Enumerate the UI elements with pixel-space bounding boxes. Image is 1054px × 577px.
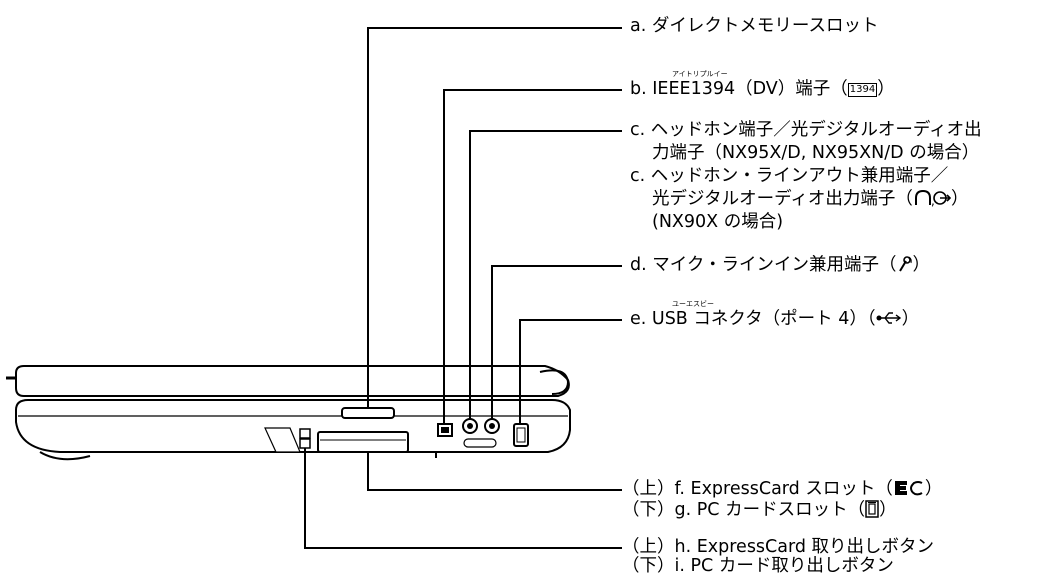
headphone-icon: ,	[914, 189, 952, 208]
leader-a	[367, 27, 622, 408]
label-g: （下）g. PC カードスロット（ ）	[622, 500, 897, 521]
pc-card-eject-button	[299, 438, 311, 449]
label-c2-line2-pre: 光デジタルオーディオ出力端子（	[652, 189, 913, 209]
label-b-end: ）	[877, 79, 895, 99]
label-c1-line1: c. ヘッドホン端子／光デジタルオーディオ出	[630, 120, 982, 140]
label-h-pos: （上）	[622, 537, 675, 557]
label-i-pos: （下）	[622, 556, 675, 576]
label-c2-line3: (NX90X の場合)	[652, 212, 784, 232]
label-g-text: g. PC カードスロット（	[674, 500, 866, 520]
microphone-icon	[898, 256, 912, 272]
leader-fg	[367, 452, 622, 491]
card-slot	[317, 431, 409, 453]
label-c2-line2: 光デジタルオーディオ出力端子（, ）	[652, 189, 968, 210]
label-b-text: b. IEEE1394（DV）端子（	[630, 79, 848, 99]
laptop-illustration	[6, 365, 571, 461]
label-e: e. USB コネクタ（ポート 4）（ ）	[630, 309, 919, 330]
label-g-post: ）	[879, 500, 897, 520]
label-d: d. マイク・ラインイン兼用端子（ ）	[630, 255, 930, 276]
label-h: （上）h. ExpressCard 取り出しボタン	[622, 537, 934, 558]
leader-e	[519, 319, 622, 424]
label-c2-line1: c. ヘッドホン・ラインアウト兼用端子／	[630, 166, 949, 186]
label-b: b. IEEE1394（DV）端子（ieee1394-icon1394）	[630, 79, 895, 100]
label-f-pos: （上）	[622, 479, 675, 499]
usb-icon	[876, 312, 901, 324]
expresscard-eject-button	[299, 428, 311, 439]
leader-hi	[304, 448, 622, 549]
label-i-text: i. PC カード取り出しボタン	[674, 556, 894, 576]
label-i: （下）i. PC カード取り出しボタン	[622, 556, 894, 577]
label-f-post: ）	[924, 479, 943, 499]
label-c2-line2-post: ）	[950, 189, 969, 209]
label-b-ruby: アイトリプルイー	[672, 70, 728, 78]
label-e-text: e. USB コネクタ（ポート 4）（	[630, 309, 876, 329]
svg-text:,: ,	[931, 194, 935, 207]
label-e-ruby: ユーエスビー	[672, 300, 714, 308]
label-f-text: f. ExpressCard スロット（	[674, 479, 893, 499]
leader-d	[491, 265, 622, 419]
direct-memory-slot	[341, 407, 395, 419]
hinge	[539, 369, 570, 395]
leader-lines	[304, 27, 622, 549]
label-h-text: h. ExpressCard 取り出しボタン	[674, 537, 935, 557]
leader-c	[469, 130, 622, 419]
label-g-pos: （下）	[622, 500, 675, 520]
pc-card-icon	[865, 500, 879, 518]
laptop-lid	[15, 365, 570, 397]
label-f: （上）f. ExpressCard スロット（ ）	[622, 479, 942, 500]
label-d-post: ）	[912, 255, 931, 275]
ieee1394-badge: 1394	[847, 83, 878, 97]
leader-b	[443, 89, 622, 424]
label-e-post: ）	[901, 309, 920, 329]
label-a: a. ダイレクトメモリースロット	[630, 16, 879, 36]
expresscard-icon	[894, 481, 923, 496]
label-d-pre: d. マイク・ラインイン兼用端子（	[630, 255, 897, 275]
label-c1-line2: 力端子（NX95X/D, NX95XN/D の場合）	[652, 143, 980, 163]
laptop-base	[15, 399, 571, 453]
